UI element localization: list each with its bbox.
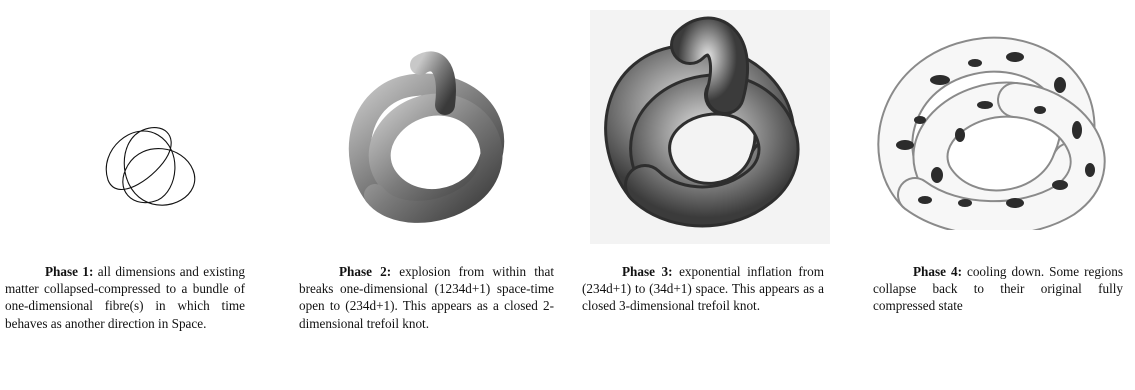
phase-4-caption: Phase 4: cooling down. Some regions coll…	[873, 263, 1123, 315]
phase-description: explosion from within that breaks one-di…	[299, 264, 554, 331]
ribbon-trefoil-figure	[348, 51, 505, 223]
phase-label: Phase 3:	[622, 264, 673, 279]
phase-label: Phase 1:	[45, 264, 94, 279]
phase-label: Phase 2:	[339, 264, 392, 279]
phase-2-caption: Phase 2: explosion from within that brea…	[299, 263, 554, 332]
phase-description: all dimensions and existing matter colla…	[5, 264, 246, 331]
tube-trefoil-figure	[590, 10, 830, 244]
phase-label: Phase 4:	[913, 264, 962, 279]
phase-description: cooling down. Some regions collapse back…	[873, 264, 1123, 314]
phase-description: exponential inflation from (234d+1) to (…	[582, 264, 824, 314]
one-dimensional-knot-figure	[105, 127, 196, 206]
cooling-trefoil-figure	[877, 36, 1106, 230]
phase-3-caption: Phase 3: exponential inflation from (234…	[582, 263, 824, 315]
phase-1-caption: Phase 1: all dimensions and existing mat…	[5, 263, 245, 332]
